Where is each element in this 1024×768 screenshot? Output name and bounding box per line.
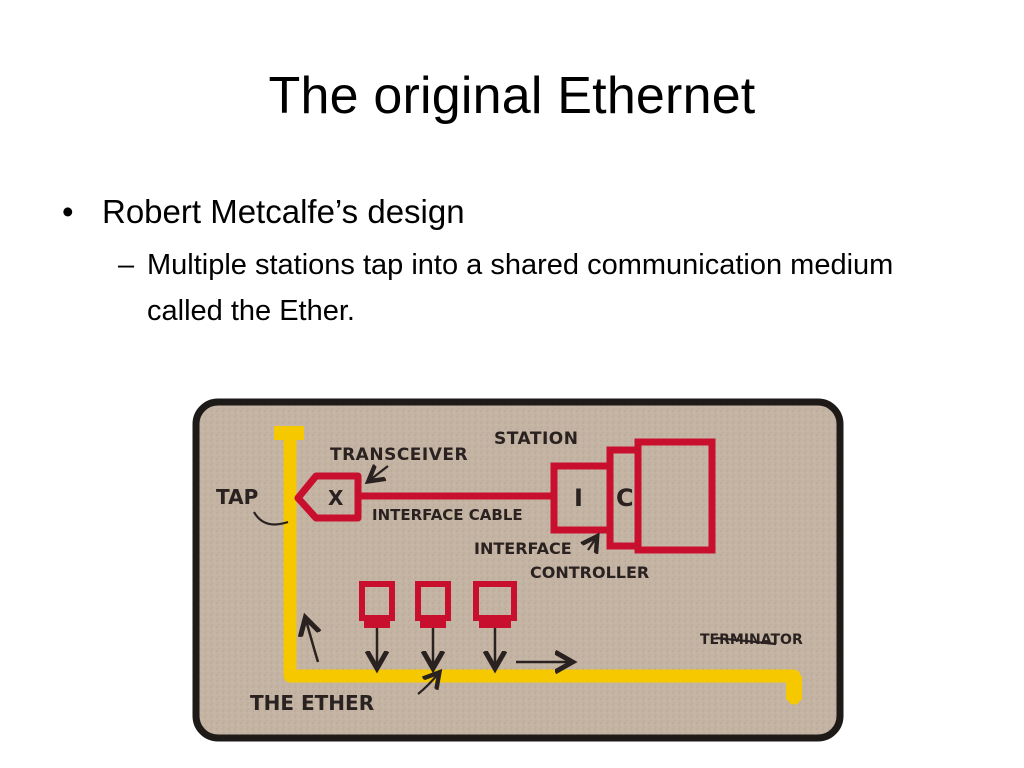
bullet-text: Robert Metcalfe’s design [102,193,465,230]
ethernet-sketch: X I C [192,398,844,742]
station [550,438,716,554]
sub-bullet-marker: – [118,249,135,281]
interface-controller-label-line1: INTERFACE [474,539,572,558]
i-box-label: I [574,484,583,512]
station-terminals [359,581,517,628]
sub-bullet-item: – Multiple stations tap into a shared co… [118,242,947,334]
interface-controller-label-line2: CONTROLLER [530,563,649,582]
slide-title: The original Ethernet [268,67,756,125]
interface-cable-label: INTERFACE CABLE [372,506,523,524]
bullet-marker: • [62,193,74,230]
bullet-item: • Robert Metcalfe’s design [60,190,980,234]
the-ether-label: THE ETHER [250,691,374,715]
x-box-label: X [328,486,344,510]
label-pointers [253,466,777,695]
signal-arrows [306,620,570,666]
transceiver-label: TRANSCEIVER [330,445,468,465]
tap-label: TAP [216,485,258,509]
station-label: STATION [494,429,578,449]
terminator-label: TERMINATOR [700,632,803,648]
c-box-label: C [616,484,634,512]
ethernet-diagram: X I C [192,398,844,742]
bullet-list: • Robert Metcalfe’s design – Multiple st… [60,190,980,334]
sub-bullet-text: Multiple stations tap into a shared comm… [147,249,894,327]
ether-cable [274,426,802,705]
